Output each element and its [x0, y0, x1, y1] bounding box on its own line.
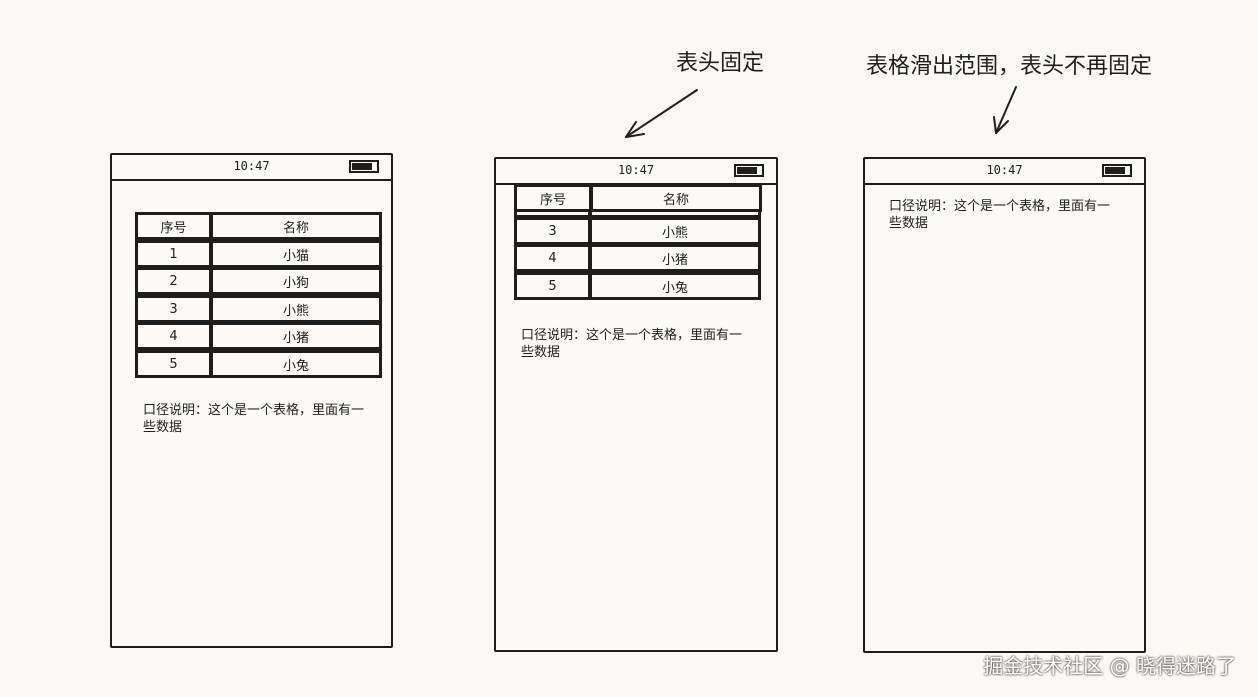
- cell-index: 1: [135, 240, 212, 268]
- cell-index: 3: [514, 217, 591, 245]
- cell-name: 小猪: [589, 244, 761, 272]
- table-note: 口径说明：这个是一个表格，里面有一些数据: [143, 403, 365, 435]
- battery-icon: [734, 164, 764, 177]
- table-row: 2 小狗: [514, 212, 761, 218]
- scroll-viewport[interactable]: 2 小狗 3 小熊 4 小猪 5 小兔: [496, 212, 776, 317]
- status-time: 10:47: [233, 159, 270, 173]
- table-note: 口径说明：这个是一个表格，里面有一些数据: [889, 199, 1111, 231]
- data-table: 2 小狗 3 小熊 4 小猪 5 小兔: [514, 212, 761, 317]
- cell-name: 小狗: [210, 267, 382, 295]
- arrow-to-middle-phone: [625, 89, 698, 138]
- cell-name: 小猫: [210, 240, 382, 268]
- table-row: 5 小兔: [135, 350, 382, 378]
- table-row: 2 小狗: [135, 267, 382, 295]
- watermark: 掘金技术社区 @ 晓得迷路了: [983, 654, 1236, 678]
- status-bar: 10:47: [496, 159, 776, 185]
- cell-name: 小熊: [210, 295, 382, 323]
- cell-name: 小兔: [589, 272, 761, 300]
- cell-name: 小兔: [210, 350, 382, 378]
- table-note: 口径说明：这个是一个表格，里面有一些数据: [521, 328, 743, 360]
- annotation-header-fixed: 表头固定: [676, 51, 765, 76]
- cell-index: 5: [514, 272, 591, 300]
- header-cell-index: 序号: [135, 212, 212, 240]
- header-cell-index: 序号: [514, 184, 592, 212]
- sticky-table-header: 序号 名称: [514, 184, 762, 212]
- cell-index: 2: [135, 267, 212, 295]
- header-cell-name: 名称: [210, 212, 382, 240]
- header-cell-name: 名称: [590, 184, 762, 212]
- cell-index: 4: [135, 322, 212, 350]
- table-row: 4 小猪: [135, 322, 382, 350]
- phone-mockup-table-scrolled-out: 10:47 口径说明：这个是一个表格，里面有一些数据: [863, 157, 1146, 653]
- arrow-to-right-phone: [995, 86, 1017, 134]
- status-bar: 10:47: [112, 155, 391, 181]
- cell-index: 3: [135, 295, 212, 323]
- status-time: 10:47: [617, 163, 655, 177]
- phone-mockup-initial: 10:47 序号 名称 1 小猫 2 小狗 3 小熊 4 小猪 5 小兔 口径说…: [110, 153, 393, 648]
- table-row: 5 小兔: [514, 272, 761, 300]
- table-row: 3 小熊: [135, 295, 382, 323]
- cell-index: 4: [514, 244, 591, 272]
- phone-mockup-sticky-header: 10:47 2 小狗 3 小熊 4 小猪 5 小兔 序号 名: [494, 157, 778, 652]
- table-row: 1 小猫: [135, 240, 382, 268]
- status-time: 10:47: [986, 163, 1023, 177]
- annotation-header-unfixed: 表格滑出范围，表头不再固定: [866, 54, 1153, 79]
- status-bar: 10:47: [865, 159, 1144, 185]
- table-header-row: 序号 名称: [514, 184, 762, 212]
- battery-icon: [1102, 164, 1132, 177]
- table-header-row: 序号 名称: [135, 212, 382, 240]
- cell-name: 小猪: [210, 322, 382, 350]
- data-table: 序号 名称 1 小猫 2 小狗 3 小熊 4 小猪 5 小兔: [135, 212, 382, 382]
- cell-name: 小熊: [589, 217, 761, 245]
- battery-icon: [349, 160, 379, 173]
- cell-name: 小狗: [589, 212, 761, 218]
- table-row: 4 小猪: [514, 244, 761, 272]
- table-row: 3 小熊: [514, 217, 761, 245]
- cell-index: 5: [135, 350, 212, 378]
